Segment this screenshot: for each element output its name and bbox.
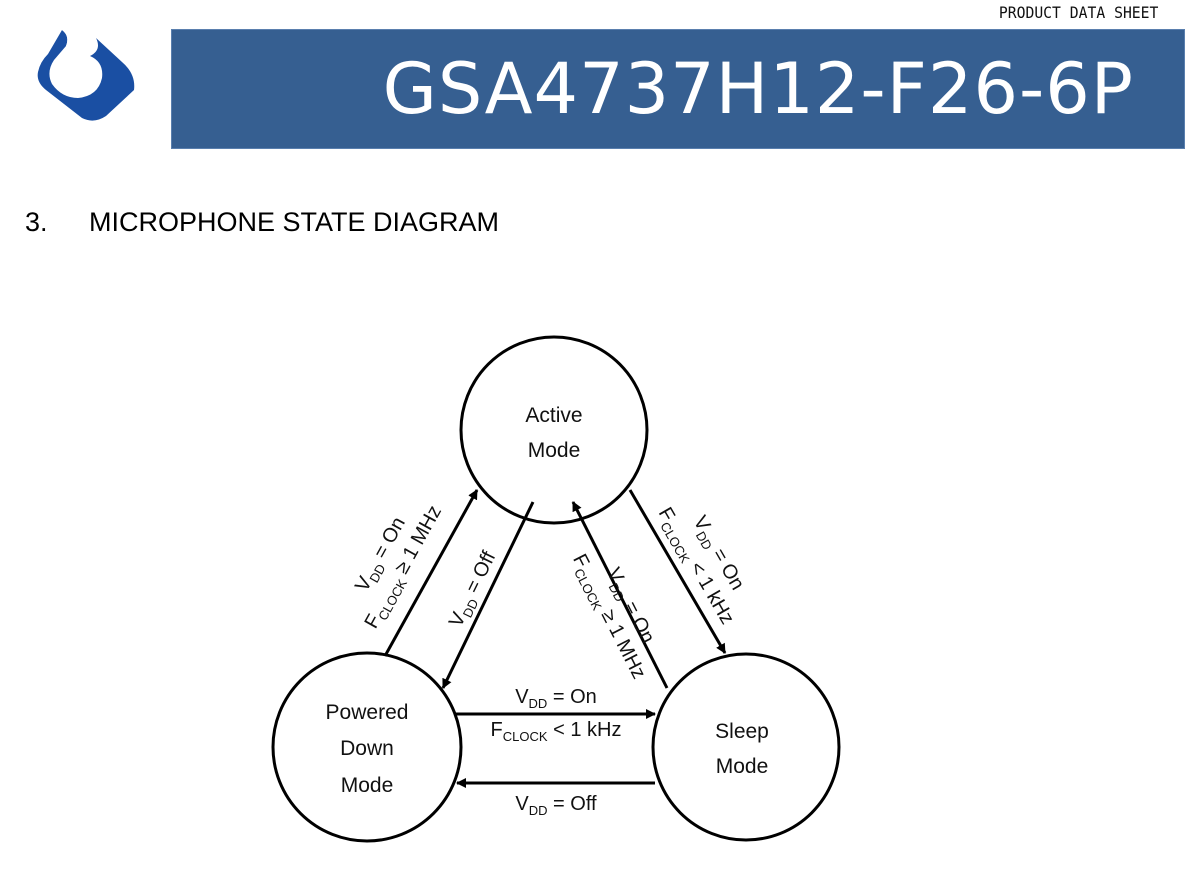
- transition-label-active-to-pd: VDD = Off: [445, 548, 503, 632]
- state-active-mode: Active Mode: [459, 335, 649, 525]
- arrow-active-to-sleep: [628, 489, 727, 654]
- transition-label-pd-to-sleep-vdd: VDD = On: [515, 686, 597, 711]
- part-number-title: GSA4737H12-F26-6P: [382, 48, 1134, 130]
- state-powered-down-circle: [271, 651, 463, 843]
- transition-label-pd-to-sleep-fclock: FCLOCK < 1 kHz: [491, 719, 622, 744]
- section-number: 3.: [25, 207, 48, 237]
- section-title: MICROPHONE STATE DIAGRAM: [89, 207, 500, 237]
- company-logo-icon: [37, 28, 135, 121]
- state-active-label-line1: Active: [525, 404, 582, 427]
- state-powered-down-label-line3: Mode: [341, 774, 394, 797]
- title-banner: GSA4737H12-F26-6P: [171, 29, 1185, 149]
- transition-label-active-to-sleep: VDD = On FCLOCK < 1 kHz: [654, 504, 749, 628]
- state-active-circle: [459, 335, 649, 525]
- state-sleep-label-line1: Sleep: [715, 720, 769, 743]
- state-sleep-circle: [651, 652, 841, 842]
- transition-label-sleep-to-pd-vdd: VDD = Off: [515, 793, 597, 818]
- arrow-powered-down-to-active: [383, 489, 479, 657]
- transition-label-pd-to-active: VDD = On FCLOCK ≥ 1 MHz: [351, 502, 446, 632]
- document-type-label: PRODUCT DATA SHEET: [998, 3, 1158, 22]
- state-sleep-label-line2: Mode: [716, 755, 769, 778]
- state-powered-down-mode: Powered Down Mode: [271, 651, 463, 843]
- section-heading: 3. MICROPHONE STATE DIAGRAM: [25, 204, 499, 240]
- arrow-active-to-powered-down: [441, 501, 535, 689]
- state-powered-down-label-line2: Down: [340, 737, 394, 760]
- state-powered-down-label-line1: Powered: [326, 701, 409, 724]
- state-sleep-mode: Sleep Mode: [651, 652, 841, 842]
- condition-vdd-off: VDD = Off: [445, 548, 503, 632]
- arrow-sleep-to-active: [571, 501, 669, 689]
- state-active-label-line2: Mode: [528, 439, 581, 462]
